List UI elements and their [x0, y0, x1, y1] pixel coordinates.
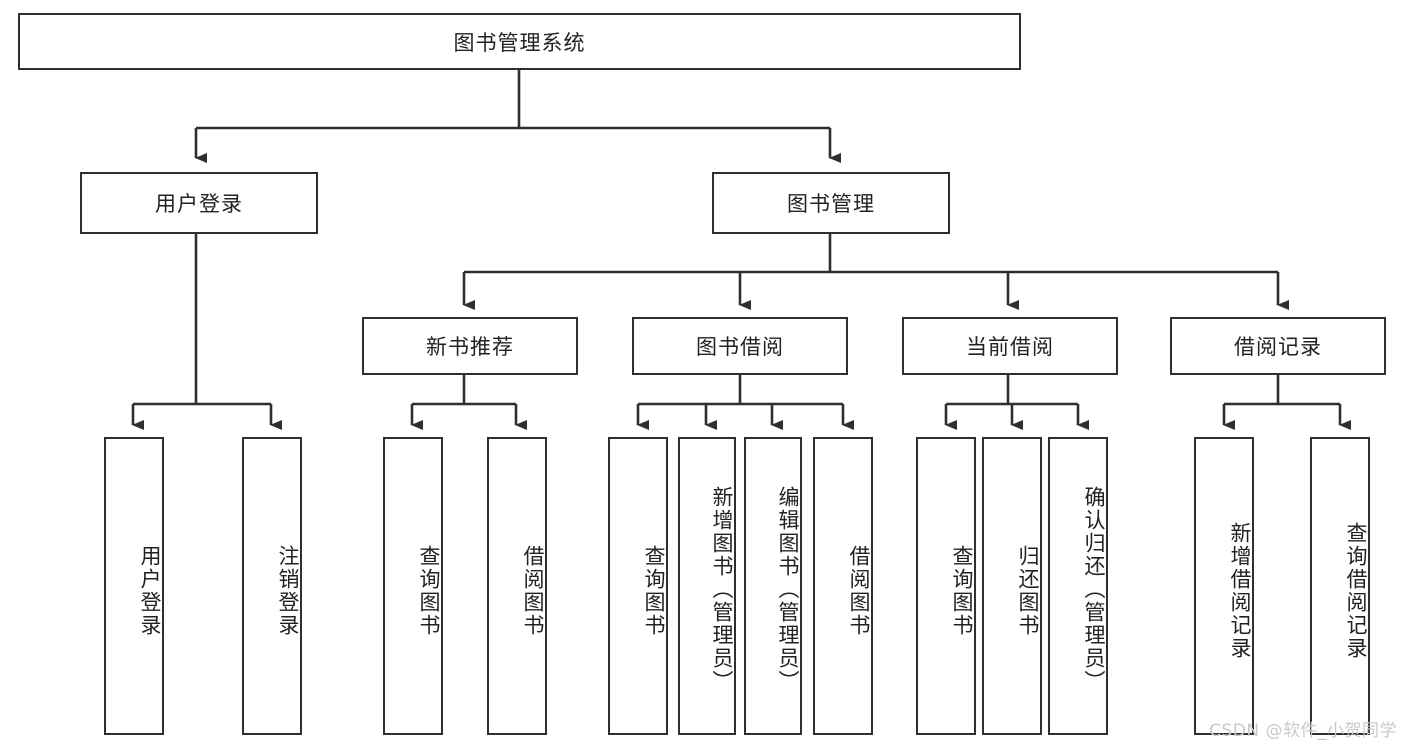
leaf-confirm-return-admin[interactable]: 确认归还（管理员）	[1048, 437, 1108, 735]
leaf-return-book[interactable]: 归还图书	[982, 437, 1042, 735]
node-book-borrow[interactable]: 图书借阅	[632, 317, 848, 375]
leaf-logout-login[interactable]: 注销登录	[242, 437, 302, 735]
leaf-query-borrow-record[interactable]: 查询借阅记录	[1310, 437, 1370, 735]
node-new-book-recommend[interactable]: 新书推荐	[362, 317, 578, 375]
watermark-text: CSDN @软件_小贺同学	[1209, 721, 1397, 741]
node-current-borrow[interactable]: 当前借阅	[902, 317, 1118, 375]
leaf-user-login[interactable]: 用户登录	[104, 437, 164, 735]
leaf-query-book-borrow[interactable]: 查询图书	[608, 437, 668, 735]
leaf-edit-book-admin[interactable]: 编辑图书（管理员）	[744, 437, 802, 735]
leaf-query-book-current[interactable]: 查询图书	[916, 437, 976, 735]
leaf-borrow-book[interactable]: 借阅图书	[813, 437, 873, 735]
node-root-system[interactable]: 图书管理系统	[18, 13, 1021, 70]
node-borrow-record[interactable]: 借阅记录	[1170, 317, 1386, 375]
leaf-add-borrow-record[interactable]: 新增借阅记录	[1194, 437, 1254, 735]
node-user-login[interactable]: 用户登录	[80, 172, 318, 234]
leaf-query-book-recommend[interactable]: 查询图书	[383, 437, 443, 735]
node-book-management[interactable]: 图书管理	[712, 172, 950, 234]
leaf-add-book-admin[interactable]: 新增图书（管理员）	[678, 437, 736, 735]
leaf-borrow-book-recommend[interactable]: 借阅图书	[487, 437, 547, 735]
